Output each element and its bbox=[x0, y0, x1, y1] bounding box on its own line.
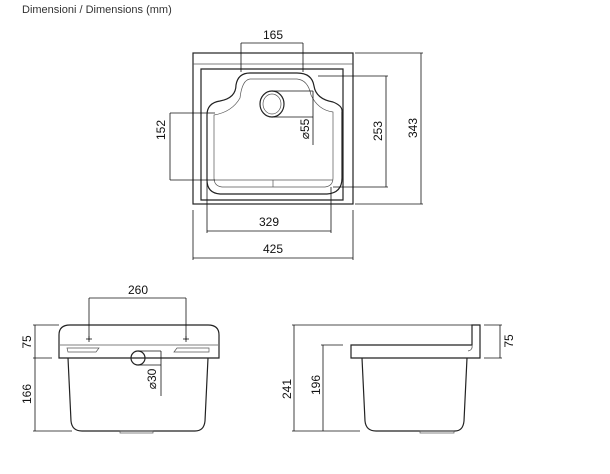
dim-241: 241 bbox=[280, 379, 294, 399]
dim-260: 260 bbox=[128, 283, 148, 297]
sink-outline bbox=[192, 52, 354, 205]
basin-outline bbox=[206, 72, 343, 195]
front-bowl bbox=[67, 357, 209, 432]
dim-425: 425 bbox=[263, 242, 283, 256]
dim-side-75: 75 bbox=[502, 334, 516, 348]
side-bowl bbox=[361, 357, 468, 432]
dim-front-75: 75 bbox=[20, 335, 34, 349]
side-rim bbox=[350, 324, 481, 359]
dim-drain-55: ⌀55 bbox=[298, 118, 312, 139]
inner-rim bbox=[200, 68, 344, 201]
side-view: 241 196 75 bbox=[280, 324, 516, 434]
drain-hole bbox=[259, 90, 285, 118]
dim-166: 166 bbox=[20, 384, 34, 404]
top-view: 165 343 253 152 ⌀55 329 425 bbox=[154, 28, 423, 260]
front-view: 260 75 166 ⌀30 bbox=[20, 283, 220, 434]
dim-165: 165 bbox=[263, 28, 283, 42]
dim-253: 253 bbox=[371, 121, 385, 141]
dimensions-title: Dimensioni / Dimensions (mm) bbox=[22, 4, 172, 16]
dim-152: 152 bbox=[154, 120, 168, 140]
dim-overflow-30: ⌀30 bbox=[145, 368, 159, 389]
dim-329: 329 bbox=[259, 215, 279, 229]
dim-343: 343 bbox=[406, 118, 420, 138]
front-rim bbox=[58, 324, 220, 359]
dim-196: 196 bbox=[309, 375, 323, 395]
